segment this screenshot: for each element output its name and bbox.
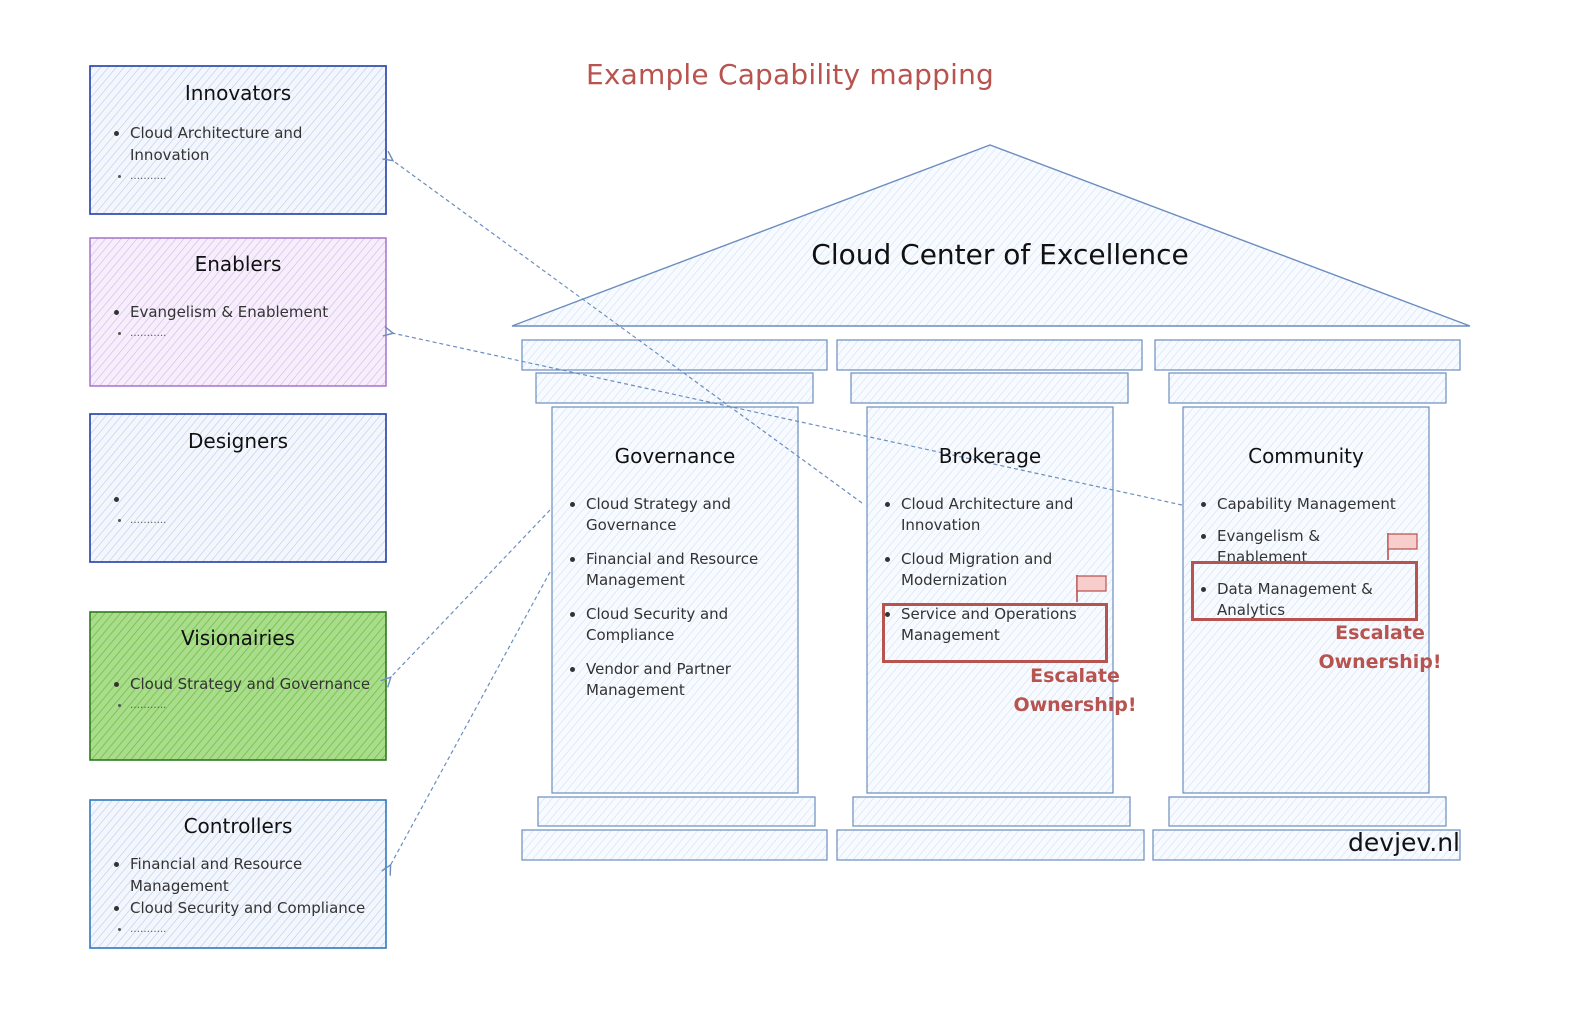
persona-designers: Designers ……….. <box>90 418 386 538</box>
escalate-line: Ownership! <box>1013 694 1137 716</box>
base-slab-brokerage <box>836 829 1145 861</box>
persona-item: ……….. <box>130 695 376 717</box>
pillar-brokerage: Brokerage Cloud Architecture and Innovat… <box>867 436 1113 659</box>
persona-item: ……….. <box>130 510 376 532</box>
base-slab-governance <box>521 829 828 861</box>
pillar-shaft-brokerage <box>866 406 1114 794</box>
persona-item: Cloud Architecture and Innovation <box>130 122 376 166</box>
pillar-item: Cloud Security and Compliance <box>586 604 784 646</box>
base-block-community <box>1168 796 1447 827</box>
capital-block-brokerage <box>850 372 1129 404</box>
base-block-brokerage <box>852 796 1131 827</box>
capital-slab-community <box>1154 339 1461 371</box>
persona-item: ……….. <box>130 919 376 941</box>
persona-controllers: Controllers Financial and Resource Manag… <box>90 803 386 947</box>
arrow-brokerage-to-innovators <box>392 160 863 504</box>
pillar-item: Financial and Resource Management <box>586 549 784 591</box>
persona-title: Controllers <box>183 814 293 838</box>
pillar-shaft-governance <box>551 406 799 794</box>
pillar-title: Brokerage <box>938 444 1042 468</box>
capital-slab-governance <box>521 339 828 371</box>
escalation-highlight-community <box>1191 561 1418 621</box>
base-slab-community <box>1152 829 1461 861</box>
pillar-shaft-community <box>1182 406 1430 794</box>
persona-visionairies: Visionairies Cloud Strategy and Governan… <box>90 615 386 723</box>
base-block-governance <box>537 796 816 827</box>
pillar-title: Community <box>1248 444 1364 468</box>
persona-title: Innovators <box>184 81 292 105</box>
persona-item: Financial and Resource Management <box>130 853 376 897</box>
pillar-title: Governance <box>614 444 736 468</box>
diagram-title: Example Capability mapping <box>585 58 995 91</box>
capital-block-governance <box>535 372 814 404</box>
persona-item: ……….. <box>130 323 376 345</box>
pillar-item-escalated: Data Management & Analytics <box>1217 579 1415 621</box>
arrow-governance-to-visionairies <box>390 509 551 678</box>
capital-block-community <box>1168 372 1447 404</box>
persona-box-visionairies <box>89 611 387 761</box>
pillar-governance: Governance Cloud Strategy and Governance… <box>552 436 798 714</box>
pillar-item: Vendor and Partner Management <box>586 659 784 701</box>
flag-icon-community <box>1387 533 1418 560</box>
persona-enablers: Enablers Evangelism & Enablement ……….. <box>90 241 386 351</box>
persona-title: Designers <box>188 429 288 453</box>
roof-title: Cloud Center of Excellence <box>811 238 1189 271</box>
escalate-label-brokerage: Escalate Ownership! <box>1005 662 1145 720</box>
persona-title: Visionairies <box>180 626 295 650</box>
escalate-line: Escalate <box>1335 622 1425 644</box>
escalate-label-community: Escalate Ownership! <box>1310 619 1450 677</box>
arrow-community-to-enablers <box>392 333 1183 506</box>
escalate-line: Escalate <box>1030 665 1120 687</box>
persona-item: Cloud Security and Compliance <box>130 897 376 919</box>
persona-box-designers <box>89 413 387 563</box>
persona-item: Cloud Strategy and Governance <box>130 673 376 695</box>
flag-icon-brokerage <box>1076 575 1107 602</box>
pillar-item: Cloud Architecture and Innovation <box>901 494 1099 536</box>
arrow-governance-to-controllers <box>390 571 551 866</box>
pillar-item: Capability Management <box>1217 494 1415 515</box>
persona-item: Evangelism & Enablement <box>130 301 376 323</box>
brand-label: devjev.nl <box>1348 828 1460 857</box>
persona-innovators: Innovators Cloud Architecture and Innova… <box>90 70 386 194</box>
persona-box-enablers <box>89 237 387 387</box>
capital-slab-brokerage <box>836 339 1143 371</box>
persona-item <box>130 488 376 510</box>
temple-roof <box>511 144 1471 327</box>
persona-item: ……….. <box>130 166 376 188</box>
pillar-item: Cloud Strategy and Governance <box>586 494 784 536</box>
escalation-highlight-brokerage <box>882 603 1108 663</box>
persona-box-controllers <box>89 799 387 949</box>
persona-box-innovators <box>89 65 387 215</box>
pillar-item-escalated: Service and Operations Management <box>901 604 1099 646</box>
escalate-line: Ownership! <box>1318 651 1442 673</box>
persona-title: Enablers <box>194 252 282 276</box>
pillar-item: Cloud Migration and Modernization <box>901 549 1099 591</box>
